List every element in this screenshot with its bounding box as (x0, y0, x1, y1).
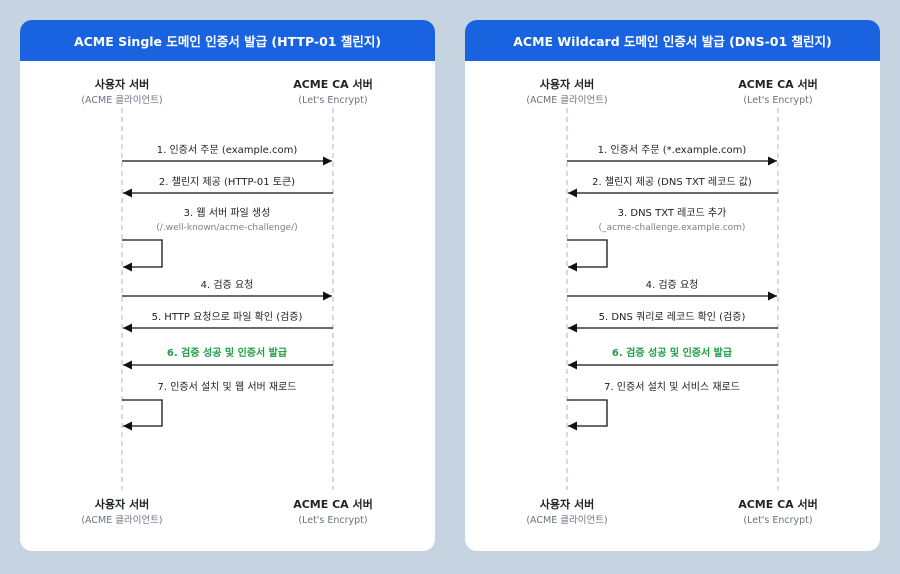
client-actor-name-bottom: 사용자 서버 (95, 497, 149, 511)
message-5-label: 5. DNS 쿼리로 레코드 확인 (검증) (599, 311, 746, 323)
message-7-self-arrow (122, 399, 163, 431)
message-3-self-arrow (122, 239, 163, 272)
message-1-label: 1. 인증서 주문 (*.example.com) (598, 144, 747, 156)
ca-actor-name-bottom: ACME CA 서버 (738, 497, 818, 511)
message-1-label: 1. 인증서 주문 (example.com) (157, 144, 298, 156)
ca-actor-sub-bottom: (Let's Encrypt) (298, 515, 367, 526)
message-2-label: 2. 챌린지 제공 (DNS TXT 레코드 값) (592, 176, 752, 188)
ca-actor-name: ACME CA 서버 (738, 77, 818, 91)
client-actor-name: 사용자 서버 (95, 77, 149, 91)
diagram-panel-wildcard: ACME Wildcard 도메인 인증서 발급 (DNS-01 챌린지) 사용… (465, 20, 880, 551)
message-7-label: 7. 인증서 설치 및 서비스 재로드 (604, 381, 740, 393)
message-4-label: 4. 검증 요청 (201, 279, 254, 291)
diagram-panel-single: ACME Single 도메인 인증서 발급 (HTTP-01 챌린지) 사용자… (20, 20, 435, 551)
sequence-diagram: 사용자 서버 (ACME 클라이언트) ACME CA 서버 (Let's En… (81, 77, 373, 526)
sequence-diagram: 사용자 서버 (ACME 클라이언트) ACME CA 서버 (Let's En… (526, 77, 818, 526)
message-3-sublabel: (/.well-known/acme-challenge/) (156, 223, 297, 233)
client-actor-sub: (ACME 클라이언트) (81, 94, 162, 106)
message-3-self-arrow (567, 239, 608, 272)
ca-actor-sub: (Let's Encrypt) (743, 95, 812, 106)
client-actor-name-bottom: 사용자 서버 (540, 497, 594, 511)
ca-actor-name: ACME CA 서버 (293, 77, 373, 91)
message-6-label: 6. 검증 성공 및 인증서 발급 (612, 346, 732, 359)
client-actor-name: 사용자 서버 (540, 77, 594, 91)
client-actor-sub-bottom: (ACME 클라이언트) (81, 514, 162, 526)
message-3-sublabel: (_acme-challenge.example.com) (599, 223, 746, 233)
message-2-label: 2. 챌린지 제공 (HTTP-01 토큰) (159, 176, 295, 188)
client-actor-sub-bottom: (ACME 클라이언트) (526, 514, 607, 526)
message-6-label: 6. 검증 성공 및 인증서 발급 (167, 346, 287, 359)
message-5-label: 5. HTTP 요청으로 파일 확인 (검증) (152, 311, 303, 323)
panel-title: ACME Single 도메인 인증서 발급 (HTTP-01 챌린지) (20, 20, 435, 61)
message-7-self-arrow (567, 399, 608, 431)
message-4-label: 4. 검증 요청 (646, 279, 699, 291)
ca-actor-sub-bottom: (Let's Encrypt) (743, 515, 812, 526)
ca-actor-sub: (Let's Encrypt) (298, 95, 367, 106)
ca-actor-name-bottom: ACME CA 서버 (293, 497, 373, 511)
message-3-label: 3. 웹 서버 파일 생성 (184, 207, 271, 219)
message-7-label: 7. 인증서 설치 및 웹 서버 재로드 (157, 381, 296, 393)
client-actor-sub: (ACME 클라이언트) (526, 94, 607, 106)
message-3-label: 3. DNS TXT 레코드 추가 (618, 207, 727, 219)
panel-title: ACME Wildcard 도메인 인증서 발급 (DNS-01 챌린지) (465, 20, 880, 61)
